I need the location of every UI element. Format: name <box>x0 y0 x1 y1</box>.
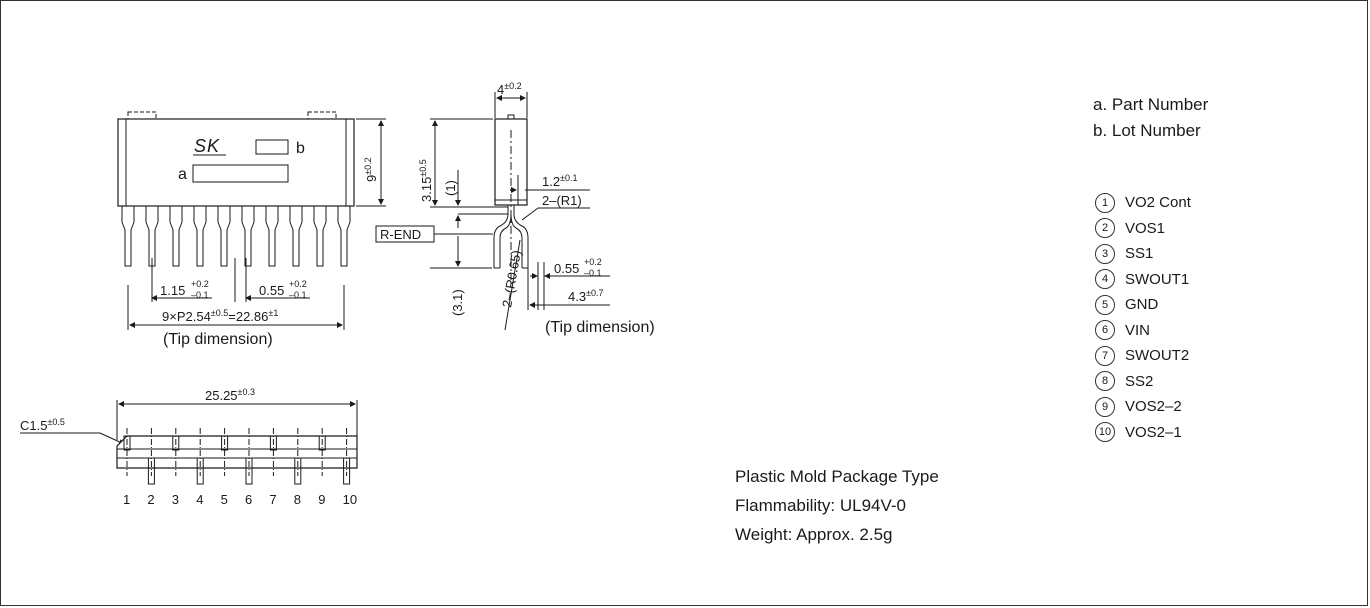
bottom-pin-number: 10 <box>343 492 357 507</box>
front-lead <box>289 206 303 267</box>
side-tip-note: (Tip dimension) <box>545 319 655 336</box>
svg-text:–0.1: –0.1 <box>191 290 209 300</box>
pin-number-circle: 6 <box>1095 320 1115 341</box>
pin-row: 6 VIN <box>1095 318 1191 344</box>
package-type: Plastic Mold Package Type <box>735 467 939 486</box>
pin-label: VOS1 <box>1125 219 1166 237</box>
front-lead <box>241 206 255 267</box>
bottom-pin-number: 4 <box>196 492 203 507</box>
note-part-number: a. Part Number <box>1093 95 1209 114</box>
bottom-pin-numbers: 1 2 3 4 5 6 7 8 9 10 <box>123 492 357 507</box>
pin-label: SWOUT2 <box>1125 347 1190 364</box>
pin-number-circle: 8 <box>1095 371 1115 392</box>
label-b: b <box>296 140 305 157</box>
pin-assignment-list: 1 VO2 Cont 2 VOS1 3 SS1 4 SWOUT1 5 GND 6 VIN 7 SWOUT2… <box>1095 190 1191 445</box>
front-lead <box>169 206 183 267</box>
pin-row: 4 SWOUT1 <box>1095 267 1191 293</box>
sk-logo: SK <box>194 136 220 156</box>
side-lead-dim: 0.55 <box>554 261 579 276</box>
pin-number-circle: 10 <box>1095 422 1115 443</box>
front-view: SK b a 9±0.2 1.15 +0.2 –0.1 0.55 +0.2 –0… <box>117 111 386 348</box>
dim-1: (1) <box>443 180 458 196</box>
bottom-leads <box>123 428 351 485</box>
bottom-pin-number: 7 <box>269 492 276 507</box>
pin-row: 8 SS2 <box>1095 369 1191 395</box>
svg-text:–0.1: –0.1 <box>584 268 602 278</box>
front-lead <box>337 206 351 267</box>
dim-r1: 2–(R1) <box>542 193 582 208</box>
bottom-pin-number: 5 <box>221 492 228 507</box>
front-leads <box>121 206 351 267</box>
front-lead <box>193 206 207 267</box>
pin-row: 7 SWOUT2 <box>1095 343 1191 369</box>
part-number-box <box>192 164 289 183</box>
bottom-pin-number: 9 <box>318 492 325 507</box>
front-lead <box>217 206 231 267</box>
package-body-bottom <box>116 435 358 469</box>
pin-number-circle: 9 <box>1095 396 1115 417</box>
pin-number-circle: 5 <box>1095 294 1115 315</box>
package-info: Plastic Mold Package Type Flammability: … <box>735 462 939 549</box>
top-tab-left <box>127 111 157 120</box>
bottom-pin-number: 3 <box>172 492 179 507</box>
pin-label: SWOUT1 <box>1125 270 1190 288</box>
pin-label: VOS2–1 <box>1125 423 1182 441</box>
pin-label: VIN <box>1125 321 1151 339</box>
lot-number-box <box>255 139 289 155</box>
front-lead <box>313 206 327 267</box>
pin-row: 2 VOS1 <box>1095 216 1191 242</box>
pitch-dim: 1.15 <box>160 283 185 298</box>
bottom-pin-number: 2 <box>147 492 154 507</box>
package-flammability: Flammability: UL94V-0 <box>735 496 907 515</box>
svg-text:+0.2: +0.2 <box>584 257 602 267</box>
span-dim: 9×P2.54±0.5=22.86±1 <box>162 308 278 324</box>
bottom-view: 25.25±0.3 C1.5±0.5 1 2 3 4 5 6 7 8 9 10 <box>20 387 358 507</box>
side-width-dim: 4±0.2 <box>497 81 522 97</box>
length-dim: 25.25±0.3 <box>205 387 255 403</box>
pin-label: VO2 Cont <box>1125 194 1191 211</box>
svg-text:+0.2: +0.2 <box>191 279 209 289</box>
r-end-label: R-END <box>380 227 421 242</box>
pin-number-circle: 1 <box>1095 192 1115 213</box>
top-tab-right <box>307 111 337 120</box>
dim-3-1: (3.1) <box>450 289 465 316</box>
note-lot-number: b. Lot Number <box>1093 121 1201 140</box>
height-dim: 9±0.2 <box>363 157 379 182</box>
front-lead <box>145 206 159 267</box>
pin-row: 1 VO2 Cont <box>1095 190 1191 216</box>
bottom-pin-number: 8 <box>294 492 301 507</box>
marking-notes: a. Part Number b. Lot Number <box>1093 92 1208 144</box>
bottom-pin-number: 6 <box>245 492 252 507</box>
side-view: 4±0.2 3.15±0.5 (1) 1.2±0.1 2–(R1) <box>375 81 655 336</box>
pin-row: 3 SS1 <box>1095 241 1191 267</box>
pin-label: SS1 <box>1125 245 1154 262</box>
front-lead-dim: 0.55 <box>259 283 284 298</box>
svg-text:+0.2: +0.2 <box>289 279 307 289</box>
pin-label: GND <box>1125 296 1159 313</box>
pin-number-circle: 2 <box>1095 218 1115 239</box>
dim-r065: 2–(R0.65) <box>499 249 524 309</box>
front-lead <box>121 206 135 267</box>
package-weight: Weight: Approx. 2.5g <box>735 525 893 544</box>
bottom-pin-number: 1 <box>123 492 130 507</box>
front-lead <box>265 206 279 267</box>
pin-number-circle: 7 <box>1095 345 1115 366</box>
package-body-front <box>117 118 355 207</box>
pin-label: SS2 <box>1125 372 1154 390</box>
svg-text:–0.1: –0.1 <box>289 290 307 300</box>
pin-row: 5 GND <box>1095 292 1191 318</box>
chamfer-dim: C1.5±0.5 <box>20 417 65 433</box>
dim-3-15: 3.15±0.5 <box>418 159 434 202</box>
pin-number-circle: 3 <box>1095 243 1115 264</box>
pin-label: VOS2–2 <box>1125 398 1182 415</box>
pin-row: 9 VOS2–2 <box>1095 394 1191 420</box>
front-tip-note: (Tip dimension) <box>163 331 273 348</box>
dim-1-2: 1.2±0.1 <box>542 173 578 189</box>
pin-number-circle: 4 <box>1095 269 1115 290</box>
label-a: a <box>178 166 187 183</box>
pin-row: 10 VOS2–1 <box>1095 420 1191 446</box>
dim-4-3: 4.3±0.7 <box>568 288 604 304</box>
